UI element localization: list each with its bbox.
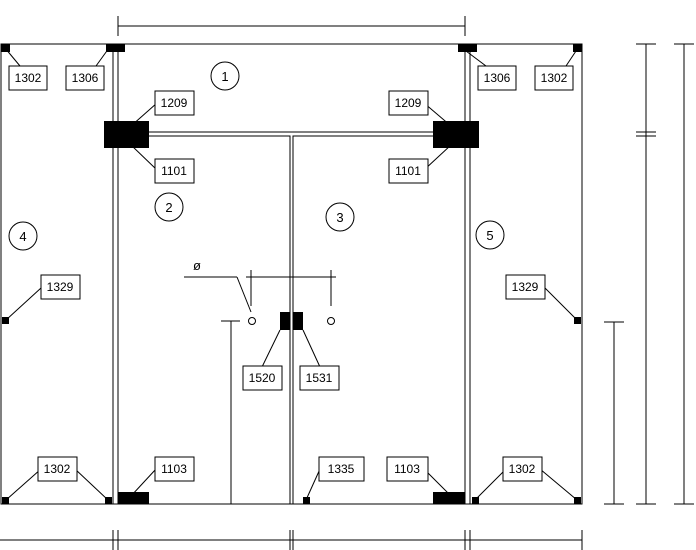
callout-1209-right: 1209 (388, 90, 429, 116)
svg-text:1302: 1302 (541, 71, 568, 85)
strike-1531 (293, 312, 303, 330)
handle-dimension-lines (184, 270, 336, 504)
svg-text:1209: 1209 (395, 96, 422, 110)
outer-frame (0, 43, 583, 505)
panel-marker-5: 5 (475, 220, 505, 250)
svg-text:1335: 1335 (328, 462, 355, 476)
callout-1101-right: 1101 (388, 158, 429, 184)
fittings (1, 44, 582, 504)
svg-text:1: 1 (221, 69, 228, 84)
svg-text:4: 4 (19, 229, 26, 244)
clamp-1302-bottom-left (105, 497, 112, 504)
callout-1531: 1531 (299, 365, 340, 391)
clamp-1302-bottom-far-right (574, 497, 581, 504)
svg-text:1329: 1329 (512, 280, 539, 294)
svg-text:1103: 1103 (161, 462, 187, 476)
svg-text:1520: 1520 (249, 371, 276, 385)
callout-1335: 1335 (318, 456, 365, 482)
svg-text:1101: 1101 (161, 164, 187, 178)
callout-1101-left: 1101 (154, 158, 195, 184)
callout-1103-right: 1103 (386, 456, 429, 482)
callout-1520: 1520 (242, 365, 283, 391)
door-leaf-left (117, 135, 291, 505)
callout-1306-top-left: 1306 (65, 65, 105, 91)
lock-1520 (280, 312, 290, 330)
panel-marker-4: 4 (8, 221, 38, 251)
svg-text:1302: 1302 (15, 71, 42, 85)
callout-1103-left: 1103 (154, 456, 195, 482)
svg-text:2: 2 (165, 200, 172, 215)
clamp-1302-bottom-far-left (2, 497, 9, 504)
callout-1302-bottom-left: 1302 (37, 456, 78, 482)
svg-text:1209: 1209 (161, 96, 188, 110)
clamp-1306-top-right (458, 44, 477, 52)
callout-1302-top-left: 1302 (8, 65, 48, 91)
patch-1103-right (433, 492, 465, 504)
svg-text:1531: 1531 (306, 371, 333, 385)
clamp-1329-left (2, 317, 9, 324)
svg-text:1302: 1302 (509, 462, 536, 476)
panel-marker-1: 1 (210, 61, 240, 91)
clamp-1329-right (574, 317, 581, 324)
handle-hole-right (327, 317, 335, 325)
pivot-1209-left (104, 121, 149, 148)
clamp-1302-bottom-right (472, 497, 479, 504)
diameter-symbol: ø (193, 258, 201, 273)
right-dimension-lines (604, 43, 694, 505)
floor-stop-1335 (303, 497, 310, 504)
svg-text:1103: 1103 (394, 462, 420, 476)
callout-1302-top-right: 1302 (534, 65, 574, 91)
svg-text:1306: 1306 (72, 71, 99, 85)
door-leaf-right (292, 135, 466, 505)
svg-text:1302: 1302 (44, 462, 71, 476)
svg-text:1329: 1329 (47, 280, 74, 294)
callout-1306-top-right: 1306 (477, 65, 517, 91)
patch-1103-left (118, 492, 149, 504)
callout-1209-left: 1209 (154, 90, 195, 116)
top-dimension-line (117, 16, 466, 36)
panel-marker-2: 2 (154, 192, 184, 222)
handle-hole-left (248, 317, 256, 325)
panel-outlines (0, 43, 583, 505)
svg-text:3: 3 (336, 210, 343, 225)
pivot-1209-right (433, 121, 479, 148)
callout-1302-bottom-right: 1302 (502, 456, 543, 482)
clamp-1306-top-left (106, 44, 125, 52)
panel-marker-3: 3 (325, 202, 355, 232)
leader-lines (4, 47, 579, 501)
svg-text:5: 5 (486, 228, 493, 243)
callout-1329-left: 1329 (40, 274, 81, 300)
bottom-dimension-line (0, 530, 583, 550)
svg-text:1101: 1101 (395, 164, 421, 178)
callout-1329-right: 1329 (505, 274, 546, 300)
svg-text:1306: 1306 (484, 71, 511, 85)
